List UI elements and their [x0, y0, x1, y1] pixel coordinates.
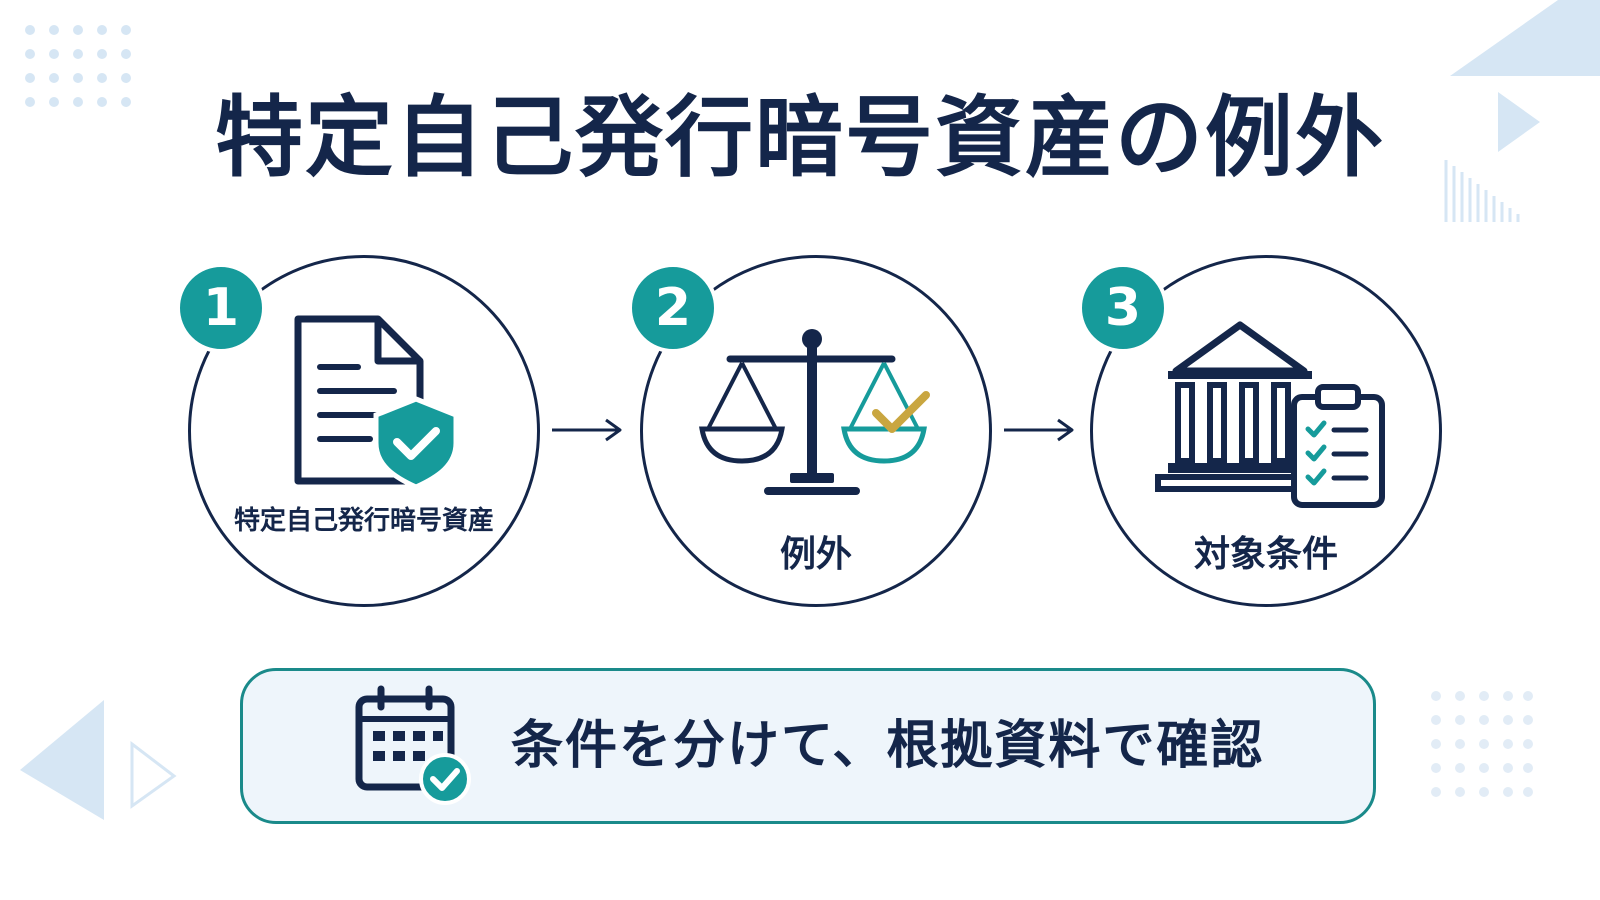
- step-3-label: 対象条件: [1193, 534, 1338, 575]
- step-3: 3 対象条件: [1078, 255, 1442, 607]
- step-3-number-badge: 3: [1078, 263, 1168, 353]
- bank-clipboard-icon: [1155, 321, 1385, 508]
- step-2: 2 例外: [628, 255, 992, 607]
- arrow-right-icon: [1004, 418, 1074, 442]
- step-2-label: 例外: [779, 534, 852, 575]
- note-text: 条件を分けて、根拠資料で確認: [511, 716, 1265, 776]
- arrow-right-icon: [552, 418, 622, 442]
- balance-scale-check-icon: [699, 329, 930, 495]
- page-title: 特定自己発行暗号資産の例外: [214, 86, 1385, 189]
- dot-pattern-top-left: [25, 25, 131, 107]
- triangle-decoration-top-right: [1444, 0, 1600, 222]
- step-2-number-badge: 2: [628, 263, 718, 353]
- step-1-number-badge: 1: [176, 263, 266, 353]
- note-box: 条件を分けて、根拠資料で確認: [240, 668, 1376, 824]
- document-shield-check-icon: [294, 315, 459, 490]
- triangle-decoration-bottom-left: [20, 700, 177, 820]
- step-1: 1 特定自己発行暗号資産: [176, 255, 540, 607]
- step-1-label: 特定自己発行暗号資産: [233, 506, 494, 536]
- calendar-check-icon: [355, 685, 471, 805]
- dot-pattern-bottom-right: [1431, 691, 1533, 797]
